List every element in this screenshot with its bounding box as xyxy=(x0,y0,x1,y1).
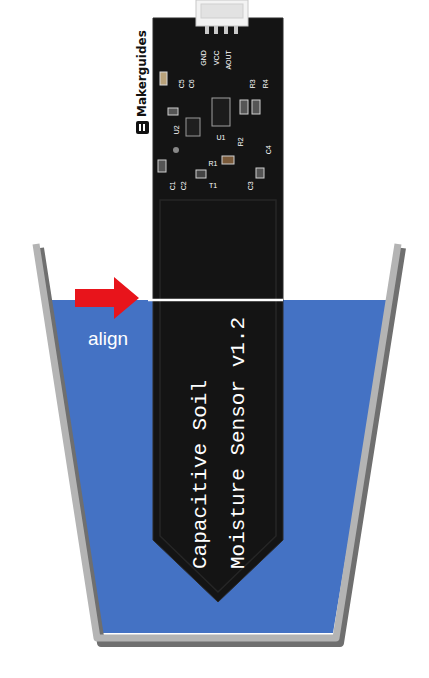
logo-mark-stroke xyxy=(143,124,145,131)
regulator-chip xyxy=(186,118,200,136)
silkscreen-label: C4 xyxy=(264,146,272,155)
transistor xyxy=(196,170,206,178)
silkscreen-label: VCC xyxy=(212,51,220,66)
silkscreen-label: C2 xyxy=(179,182,187,191)
silkscreen-label: R1 xyxy=(209,160,218,168)
capacitor xyxy=(168,108,178,115)
logo-mark xyxy=(136,121,149,134)
silkscreen-label: C5 xyxy=(177,80,185,89)
sensor-pad xyxy=(160,200,276,592)
silkscreen-label: R2 xyxy=(236,138,244,147)
resistor xyxy=(240,100,248,114)
board-title: Capacitive Soil Moisture Sensor v1.2 xyxy=(182,299,258,569)
timer-chip xyxy=(212,98,230,126)
callout-text: align xyxy=(88,329,128,350)
connector-pin xyxy=(224,26,228,34)
silkscreen-label: AOUT xyxy=(225,50,233,69)
silkscreen-label: C1 xyxy=(168,182,176,191)
mounting-dot xyxy=(173,147,179,153)
silkscreen-label: T1 xyxy=(209,182,217,190)
connector-socket xyxy=(201,4,243,18)
capacitor xyxy=(160,72,167,85)
connector-pin xyxy=(205,26,209,34)
brand-logo-text: Makerguides xyxy=(135,31,148,118)
silkscreen-label: R3 xyxy=(248,80,256,89)
silkscreen-label: C6 xyxy=(187,80,195,89)
resistor xyxy=(252,100,260,114)
align-arrow xyxy=(75,277,139,319)
silkscreen-label: R4 xyxy=(261,80,269,89)
logo-mark-stroke xyxy=(139,124,141,131)
capacitor xyxy=(158,160,166,172)
water-level-line xyxy=(148,299,283,302)
capacitor xyxy=(256,168,264,178)
sensor-board xyxy=(153,18,283,602)
resistor xyxy=(222,156,234,164)
silkscreen-label: U2 xyxy=(172,126,180,135)
silkscreen-label: C3 xyxy=(246,182,254,191)
connector-pin xyxy=(234,26,238,34)
silkscreen-label: U1 xyxy=(217,134,226,142)
connector-pin xyxy=(214,26,218,34)
jst-connector xyxy=(196,0,248,26)
silkscreen-label: GND xyxy=(200,50,208,66)
